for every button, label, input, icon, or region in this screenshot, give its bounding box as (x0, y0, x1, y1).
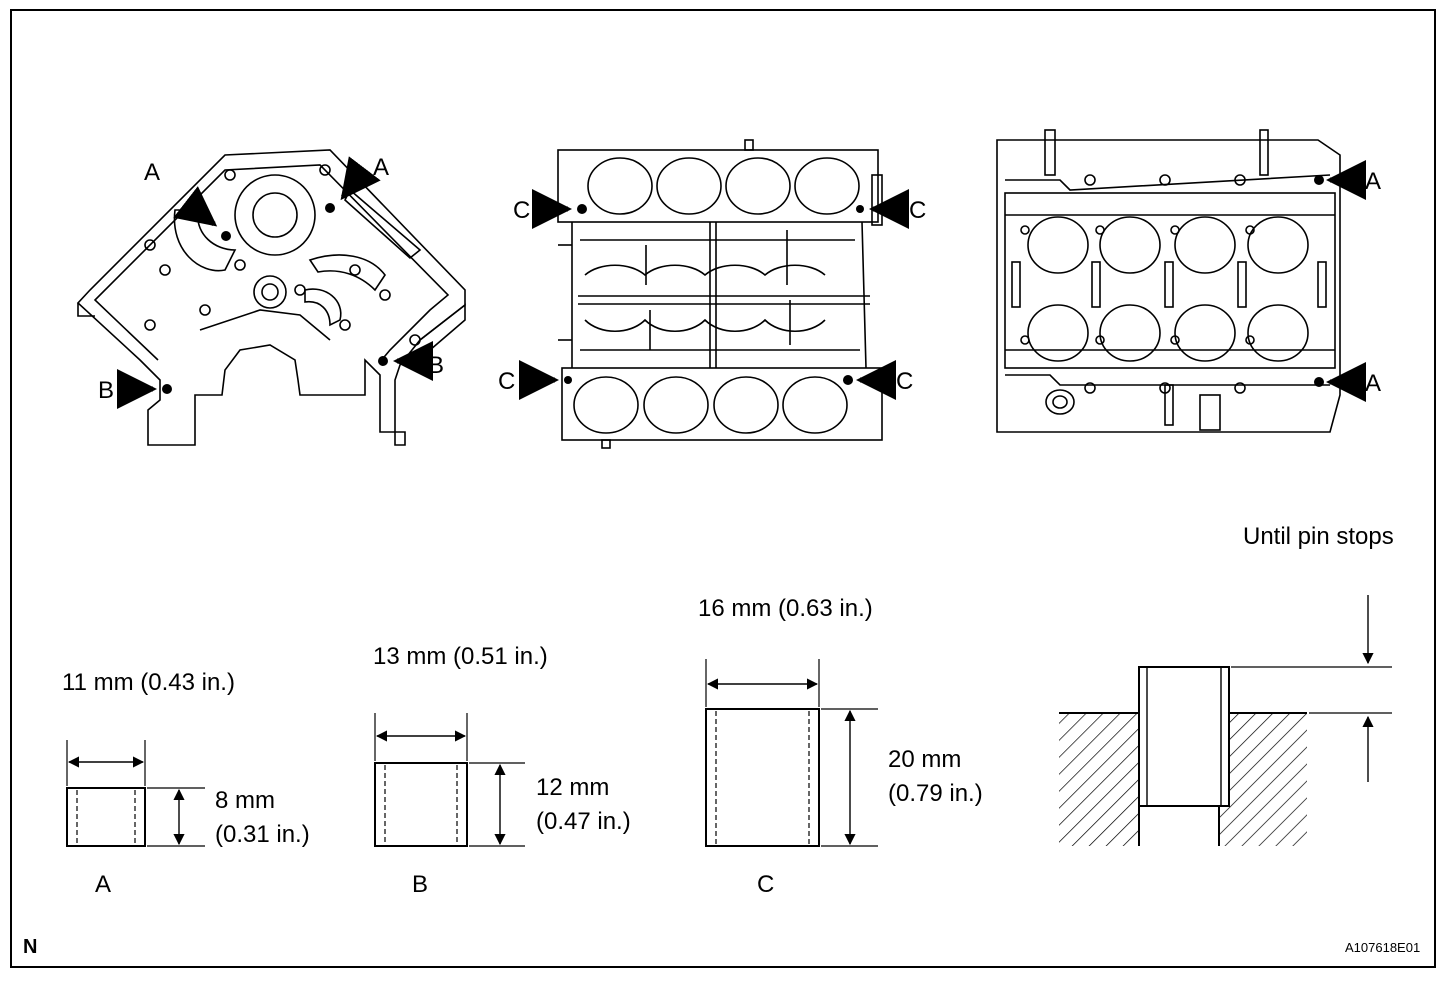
pin-b-height-in: (0.47 in.) (536, 808, 631, 835)
pin-a-drawing (66, 740, 205, 847)
pin-a-height-mm: 8 mm (215, 787, 275, 814)
figure-frame (10, 9, 1436, 968)
install-note: Until pin stops (1243, 523, 1394, 550)
engine-block-front-view (76, 149, 466, 446)
label-c-top-right: C (909, 197, 926, 224)
front-view-arrows (117, 156, 433, 409)
pin-a-height-in: (0.31 in.) (215, 821, 310, 848)
corner-mark: N (23, 936, 37, 958)
front-view-pin-markers (162, 203, 388, 394)
top-view-arrows (519, 189, 909, 400)
label-a-front-right: A (373, 154, 389, 181)
pin-a-label: A (95, 871, 111, 898)
figure-id: A107618E01 (1345, 940, 1420, 955)
label-a-front-left: A (144, 159, 160, 186)
bottom-view-arrows (1326, 160, 1366, 402)
pin-c-height-mm: 20 mm (888, 746, 961, 773)
pin-installation-detail (1059, 595, 1392, 846)
pin-b-width: 13 mm (0.51 in.) (373, 643, 548, 670)
pin-b-label: B (412, 871, 428, 898)
top-view-pin-markers (564, 204, 864, 385)
pin-c-label: C (757, 871, 774, 898)
pin-c-height-in: (0.79 in.) (888, 780, 983, 807)
label-c-bottom-right: C (896, 368, 913, 395)
label-b-front-left: B (98, 377, 114, 404)
pin-a-width: 11 mm (0.43 in.) (62, 669, 235, 696)
label-a-bottom-bottom: A (1365, 370, 1381, 397)
pin-c-width: 16 mm (0.63 in.) (698, 595, 873, 622)
engine-block-top-view (557, 139, 883, 449)
pin-b-drawing (374, 713, 525, 847)
pin-b-height-mm: 12 mm (536, 774, 609, 801)
engine-block-bottom-view (996, 129, 1341, 433)
label-c-top-left: C (513, 197, 530, 224)
pin-c-drawing (705, 659, 878, 847)
label-c-bottom-left: C (498, 368, 515, 395)
bottom-view-pin-markers (1314, 175, 1324, 387)
label-b-front-right: B (428, 352, 444, 379)
label-a-bottom-top: A (1365, 168, 1381, 195)
